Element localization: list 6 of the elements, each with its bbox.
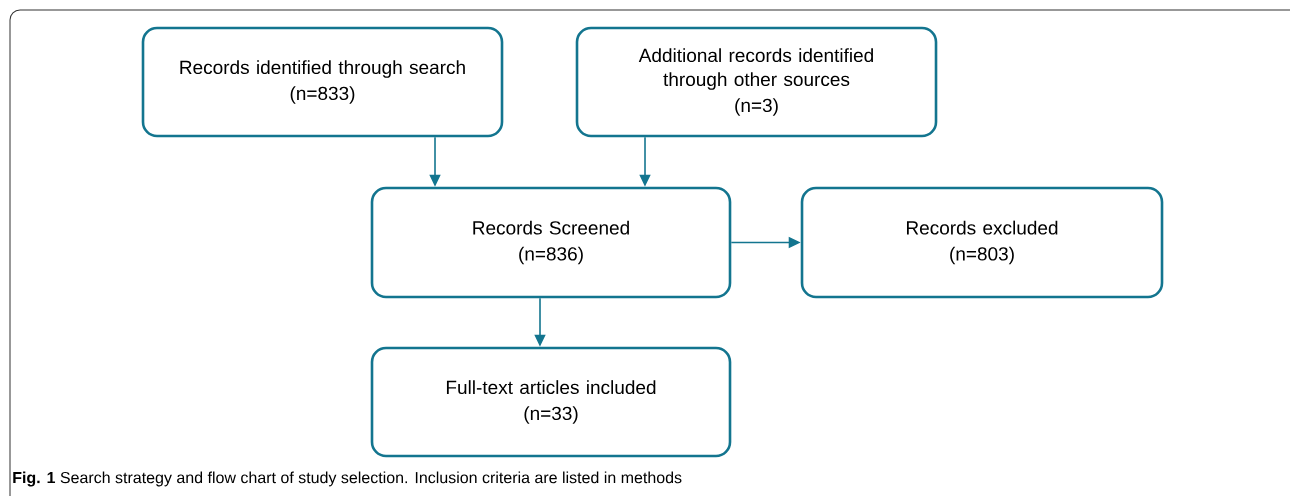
process-box: Records Screened (n=836) [370, 186, 732, 299]
caption: Fig. 1 Search strategy and flow chart of study selection. Inclusion criteria are listed in methods [13, 471, 682, 487]
process-box: Records excluded (n=803) [800, 186, 1164, 299]
process-box: Additional records identified through other sources (n=3) [575, 26, 938, 138]
process-box: Full-text articles included (n=33) [370, 346, 732, 458]
process-box: Records identified through search (n=833) [141, 26, 504, 138]
